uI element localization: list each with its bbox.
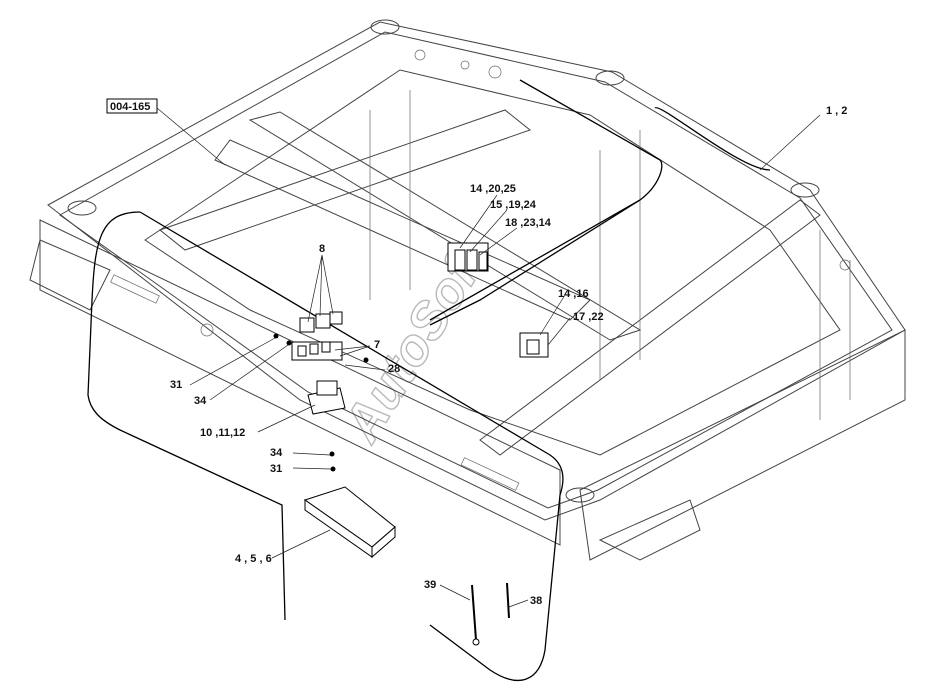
callout-28: 28 bbox=[388, 363, 400, 375]
callout-14-20-25: 14 ,20,25 bbox=[470, 183, 516, 195]
callout-14-16: 14 ,16 bbox=[558, 288, 589, 300]
callout-31-lower: 31 bbox=[270, 463, 282, 475]
callout-10-11-12: 10 ,11,12 bbox=[200, 427, 245, 439]
callout-39: 39 bbox=[424, 579, 436, 591]
bracket-10-11-12 bbox=[307, 380, 346, 415]
callout-7: 7 bbox=[374, 339, 380, 351]
callout-18-23-14: 18 ,23,14 bbox=[505, 217, 552, 229]
callout-1-2: 1 , 2 bbox=[826, 105, 847, 117]
relay-group-8 bbox=[299, 311, 343, 333]
reference-box-label: 004-165 bbox=[110, 101, 150, 113]
leader-lines bbox=[189, 114, 821, 608]
callout-4-5-6: 4 , 5 , 6 bbox=[235, 553, 272, 565]
callout-17-22: 17 ,22 bbox=[573, 311, 604, 323]
callout-31-upper: 31 bbox=[170, 379, 182, 391]
relay-single bbox=[519, 332, 549, 358]
callout-8: 8 bbox=[319, 243, 325, 255]
fuse-block-7 bbox=[291, 341, 343, 361]
fasteners bbox=[273, 333, 369, 472]
wiring-harness bbox=[87, 79, 771, 681]
callout-34-lower: 34 bbox=[270, 447, 283, 459]
callout-34-upper: 34 bbox=[194, 395, 207, 407]
cable-ties-38-39 bbox=[471, 582, 510, 646]
relay-block-upper bbox=[447, 242, 489, 272]
callout-15-19-24: 15 ,19,24 bbox=[490, 199, 537, 211]
chassis-frame bbox=[29, 19, 906, 561]
reference-box: 004-165 bbox=[106, 98, 226, 166]
callout-38: 38 bbox=[530, 595, 542, 607]
cover-4-5-6 bbox=[303, 486, 396, 559]
callout-labels: 1 , 2 14 ,20,25 15 ,19,24 18 ,23,14 8 14… bbox=[170, 105, 847, 607]
